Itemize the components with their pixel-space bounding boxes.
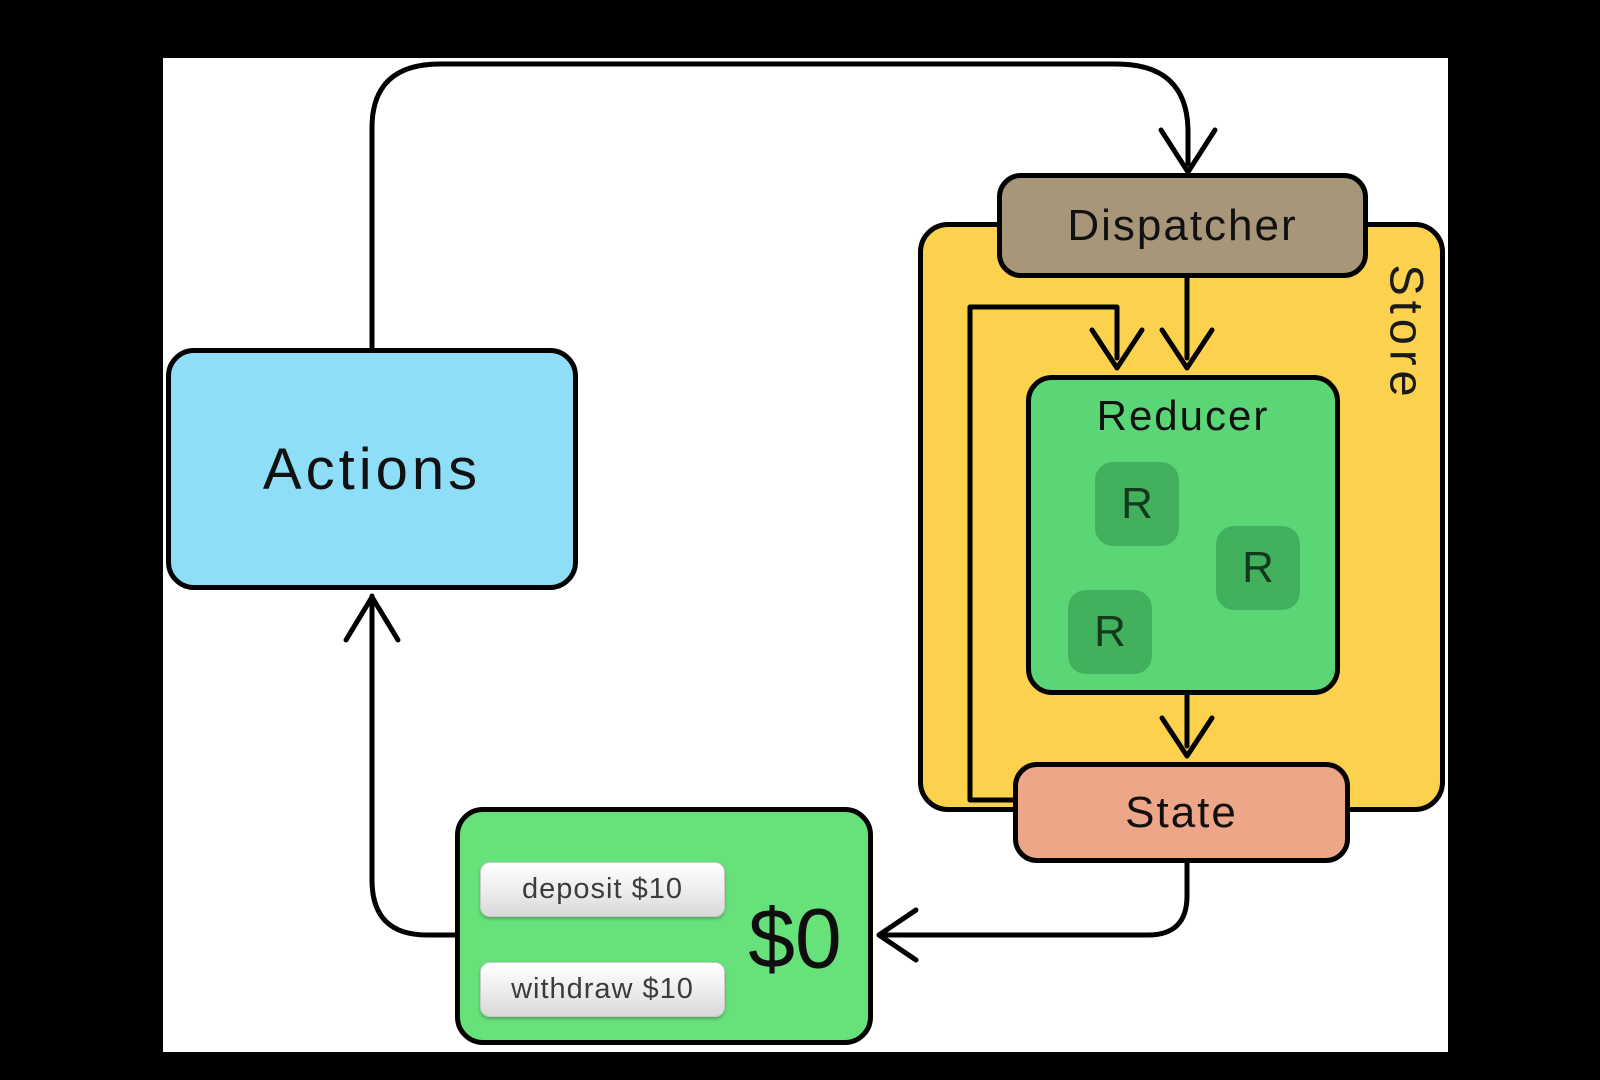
store-label: Store [1380, 264, 1434, 402]
withdraw-button-label: withdraw $10 [511, 973, 694, 1005]
dispatcher-label: Dispatcher [1067, 200, 1298, 250]
deposit-button-label: deposit $10 [522, 873, 683, 905]
reducer-chip-label: R [1094, 607, 1126, 656]
reducer-label: Reducer [1096, 392, 1270, 439]
reducer-box: Reducer R R R [1026, 375, 1340, 695]
actions-label: Actions [262, 436, 482, 502]
reducer-chip: R [1095, 462, 1179, 546]
view-box: deposit $10 withdraw $10 $0 [455, 807, 873, 1045]
reducer-chip: R [1068, 590, 1152, 674]
withdraw-button[interactable]: withdraw $10 [480, 962, 725, 1017]
actions-box: Actions [166, 348, 578, 590]
state-label: State [1125, 787, 1238, 837]
reducer-chip: R [1216, 526, 1300, 610]
reducer-chip-label: R [1242, 543, 1274, 592]
balance-label: $0 [748, 891, 842, 986]
state-box: State [1013, 762, 1350, 863]
reducer-chip-label: R [1121, 479, 1153, 528]
dispatcher-box: Dispatcher [997, 173, 1368, 278]
deposit-button[interactable]: deposit $10 [480, 862, 725, 917]
